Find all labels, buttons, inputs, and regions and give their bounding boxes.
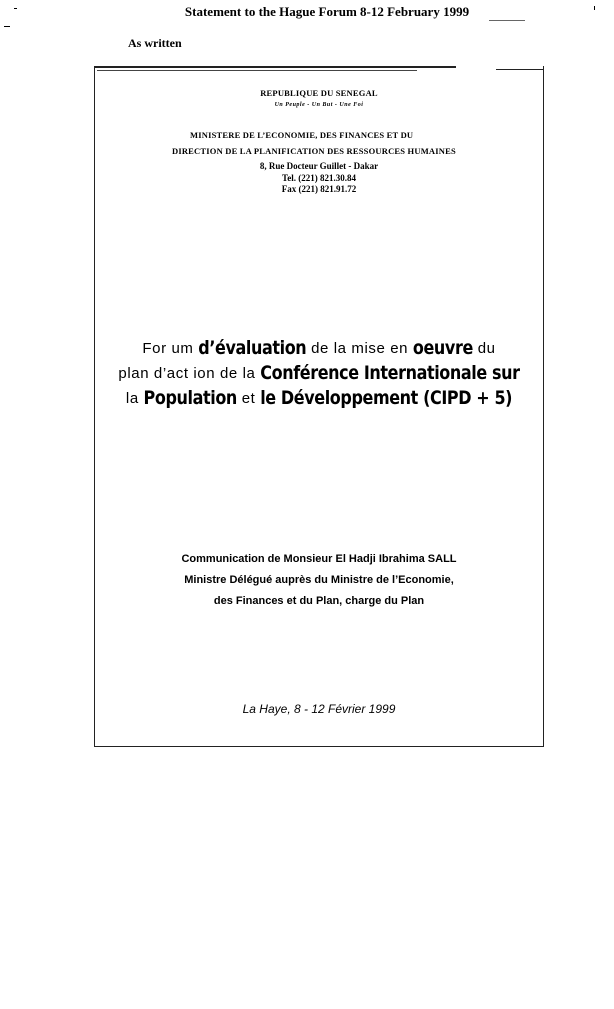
communication-line-3: des Finances et du Plan, charge du Plan bbox=[213, 595, 425, 607]
title-emphasis: le Développement (CIPD + 5) bbox=[260, 386, 513, 409]
forum-title-line-3: la Population et le Développement (CIPD … bbox=[94, 386, 544, 411]
title-text: du bbox=[477, 340, 496, 357]
forum-title-line-2: plan d’act ion de la Conférence Internat… bbox=[94, 361, 544, 386]
document-header-title: Statement to the Hague Forum 8-12 Februa… bbox=[184, 4, 470, 19]
communication-line-1: Communication de Monsieur El Hadji Ibrah… bbox=[181, 553, 457, 565]
communication-block: Communication de Monsieur El Hadji Ibrah… bbox=[94, 549, 544, 612]
header-rule bbox=[489, 20, 525, 21]
communication-line-2: Ministre Délégué auprès du Ministre de l… bbox=[184, 574, 454, 586]
document-frame bbox=[94, 66, 544, 747]
address-line: 8, Rue Docteur Guillet - Dakar bbox=[259, 161, 379, 171]
scan-speck bbox=[4, 26, 10, 27]
title-text: la bbox=[125, 390, 139, 407]
title-emphasis: Conférence Internationale sur bbox=[260, 361, 520, 384]
frame-top-rule bbox=[97, 70, 417, 71]
forum-title-line-1: For um d’évaluation de la mise en oeuvre… bbox=[94, 336, 544, 361]
as-written-note: As written bbox=[128, 36, 182, 50]
title-text: et bbox=[241, 390, 256, 407]
frame-top-rule bbox=[496, 69, 543, 70]
ministry-line-1: MINISTERE DE L’ECONOMIE, DES FINANCES ET… bbox=[190, 130, 414, 140]
title-text: de la mise en bbox=[311, 340, 409, 357]
telephone-line: Tel. (221) 821.30.84 bbox=[282, 173, 356, 183]
place-and-date: La Haye, 8 - 12 Février 1999 bbox=[242, 702, 396, 716]
title-text: plan d’act ion de la bbox=[118, 365, 256, 382]
title-emphasis: oeuvre bbox=[412, 336, 473, 359]
title-emphasis: d’évaluation bbox=[198, 336, 307, 359]
country-name: REPUBLIQUE DU SENEGAL bbox=[260, 88, 378, 98]
frame-top-rule bbox=[94, 66, 456, 68]
ministry-line-2: DIRECTION DE LA PLANIFICATION DES RESSOU… bbox=[172, 146, 456, 156]
scan-speck bbox=[594, 6, 595, 10]
scan-speck bbox=[14, 8, 17, 9]
national-motto: Un Peuple - Un But - Une Foi bbox=[274, 102, 364, 108]
fax-line: Fax (221) 821.91.72 bbox=[281, 184, 357, 194]
title-emphasis: Population bbox=[143, 386, 238, 409]
title-text: For um bbox=[142, 340, 194, 357]
forum-title: For um d’évaluation de la mise en oeuvre… bbox=[94, 336, 544, 411]
